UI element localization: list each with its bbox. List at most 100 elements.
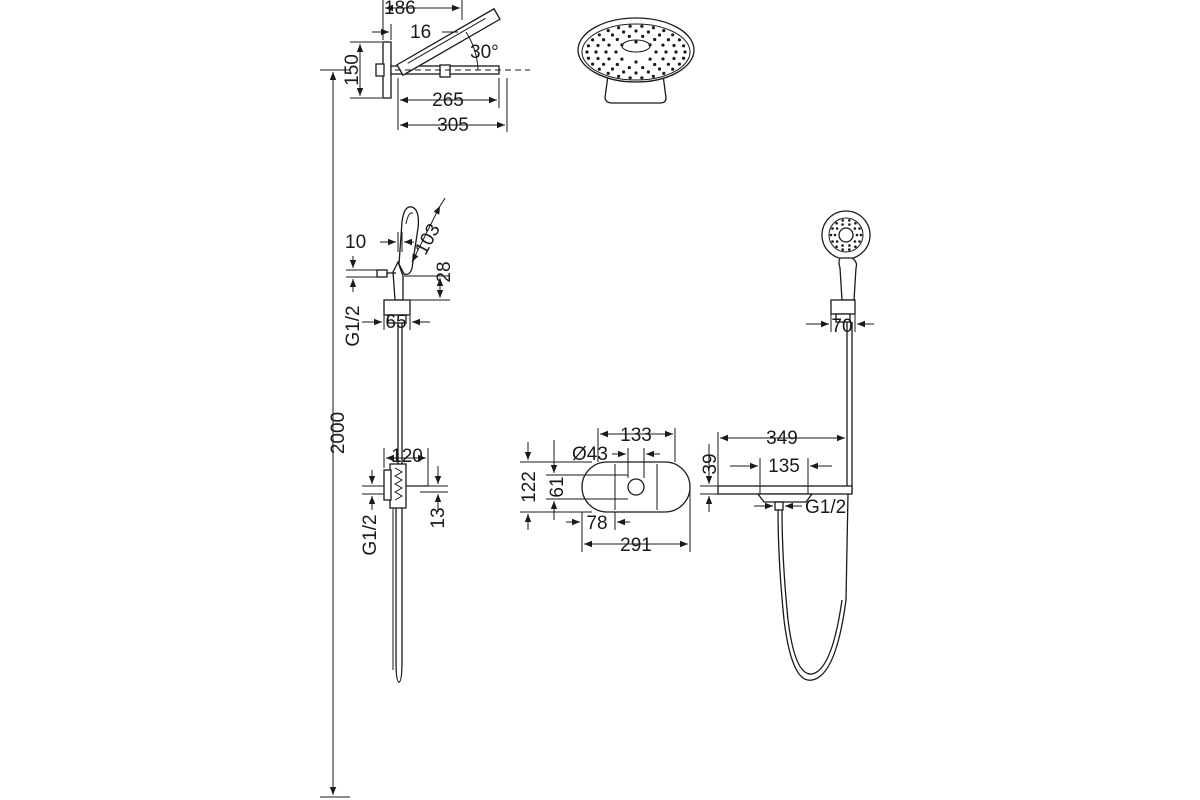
hand-nozzle-dot bbox=[853, 227, 857, 230]
head-angle-label: 30° bbox=[470, 42, 499, 63]
nozzle-dot bbox=[646, 30, 651, 34]
nozzle-dot bbox=[654, 50, 658, 54]
nozzle-dot bbox=[591, 62, 595, 66]
nozzle-dot bbox=[597, 67, 601, 71]
nozzle-dot bbox=[620, 43, 624, 47]
nozzle-dot bbox=[672, 56, 676, 61]
nozzle-dot bbox=[653, 62, 657, 67]
arm-length-label: 265 bbox=[432, 90, 464, 111]
nozzle-dot bbox=[607, 57, 611, 61]
hand-outlet-width-label: 120 bbox=[391, 446, 423, 467]
nozzle-dot bbox=[606, 71, 610, 75]
hand-nozzle-dot bbox=[835, 222, 838, 225]
nozzle-dot bbox=[651, 74, 656, 78]
hand-nozzle-dot bbox=[829, 233, 833, 237]
nozzle-dot bbox=[661, 57, 665, 61]
hand-nozzle-dot bbox=[831, 240, 834, 243]
nozzle-dot bbox=[610, 67, 615, 71]
plate-height-label: 39 bbox=[700, 453, 721, 474]
control-offset-label: 78 bbox=[586, 513, 607, 534]
hand-nozzle-dot bbox=[854, 222, 857, 225]
shower-system-side-view: 70 349 135 39 G1/2 bbox=[700, 210, 874, 681]
hand-nozzle-dot bbox=[858, 240, 861, 243]
hand-shower-nozzles bbox=[829, 219, 863, 251]
head-depth-label: 186 bbox=[384, 0, 416, 19]
nozzle-dot bbox=[614, 50, 618, 54]
nozzle-dot bbox=[648, 57, 652, 61]
hand-nozzle-dot bbox=[835, 245, 838, 248]
hand-outlet-depth-label: 13 bbox=[428, 507, 449, 528]
head-arm-side-view: 186 16 150 30° 265 305 bbox=[342, 0, 530, 136]
hand-nozzle-dot bbox=[859, 233, 863, 237]
hand-nozzle-dot bbox=[854, 245, 857, 248]
control-total-width-label: 291 bbox=[620, 535, 652, 556]
nozzle-dot bbox=[622, 70, 626, 74]
shower-head-illustration bbox=[577, 17, 695, 104]
nozzle-dot bbox=[657, 33, 662, 37]
control-inner-height-label: 61 bbox=[547, 476, 568, 497]
nozzle-dot bbox=[677, 38, 682, 42]
nozzle-dot bbox=[662, 71, 666, 75]
nozzle-dot bbox=[683, 50, 687, 54]
nozzle-dot bbox=[648, 43, 652, 47]
hand-shower-side-view: 10 103 28 G1/2 65 120 13 bbox=[343, 197, 455, 683]
nozzle-dot bbox=[597, 33, 601, 37]
control-height-label: 122 bbox=[519, 471, 540, 503]
nozzle-dot bbox=[640, 76, 644, 80]
hand-nozzle-dot bbox=[848, 244, 851, 247]
nozzle-dot bbox=[664, 50, 668, 54]
hand-bracket-label: 65 bbox=[385, 312, 406, 333]
nozzle-dot bbox=[596, 56, 600, 61]
nozzle-dot bbox=[666, 62, 671, 66]
nozzle-dot bbox=[620, 57, 624, 61]
hand-nozzle-dot bbox=[841, 219, 844, 222]
hand-nozzle-dot bbox=[841, 244, 844, 247]
control-width-label: 133 bbox=[620, 425, 652, 446]
hand-nozzle-dot bbox=[853, 240, 857, 243]
nozzle-dot bbox=[640, 24, 644, 28]
nozzle-dot bbox=[628, 76, 632, 80]
plate-width-label: 135 bbox=[768, 456, 800, 477]
nozzle-dot bbox=[677, 62, 682, 66]
nozzle-dot bbox=[634, 29, 638, 33]
nozzle-dot bbox=[682, 56, 686, 60]
outlet-thread-label: G1/2 bbox=[805, 497, 846, 518]
nozzle-dot bbox=[610, 33, 615, 37]
button-diameter-label: Ø43 bbox=[572, 444, 608, 465]
nozzle-dot bbox=[651, 26, 656, 30]
head-height-label: 150 bbox=[342, 54, 363, 86]
hand-nozzle-dot bbox=[848, 248, 851, 251]
hand-nozzle-dot bbox=[848, 223, 851, 226]
nozzle-dot bbox=[634, 71, 638, 75]
nozzle-dot bbox=[657, 67, 662, 71]
hand-thread-upper-label: G1/2 bbox=[343, 305, 364, 346]
nozzle-dot bbox=[604, 50, 608, 54]
nozzle-dot bbox=[671, 67, 675, 71]
holder-width-label: 70 bbox=[831, 316, 852, 337]
nozzle-pattern bbox=[585, 24, 687, 80]
nozzle-dot bbox=[662, 29, 666, 33]
hand-nozzle-dot bbox=[831, 227, 834, 230]
nozzle-dot bbox=[607, 43, 611, 47]
hand-nozzle-dot bbox=[848, 219, 851, 222]
control-panel-front-view: 133 Ø43 122 61 78 291 bbox=[519, 425, 691, 556]
nozzle-dot bbox=[586, 56, 591, 60]
hand-nozzle-dot bbox=[833, 233, 837, 237]
nozzle-dot bbox=[617, 74, 621, 78]
nozzle-dot bbox=[615, 62, 619, 67]
nozzle-dot bbox=[661, 43, 665, 47]
nozzle-dot bbox=[622, 30, 626, 34]
nozzle-dot bbox=[596, 43, 600, 48]
overall-height-dimension: 2000 bbox=[320, 69, 350, 798]
nozzle-dot bbox=[672, 43, 676, 48]
nozzle-dot bbox=[641, 66, 645, 70]
nozzle-dot bbox=[666, 38, 671, 42]
nozzle-dot bbox=[594, 50, 598, 54]
overall-height-label: 2000 bbox=[328, 412, 349, 454]
hand-handle-label: 28 bbox=[434, 261, 455, 282]
nozzle-dot bbox=[627, 34, 631, 39]
hand-gap-label: 10 bbox=[345, 232, 366, 253]
nozzle-dot bbox=[617, 26, 621, 30]
hand-nozzle-dot bbox=[855, 233, 859, 237]
